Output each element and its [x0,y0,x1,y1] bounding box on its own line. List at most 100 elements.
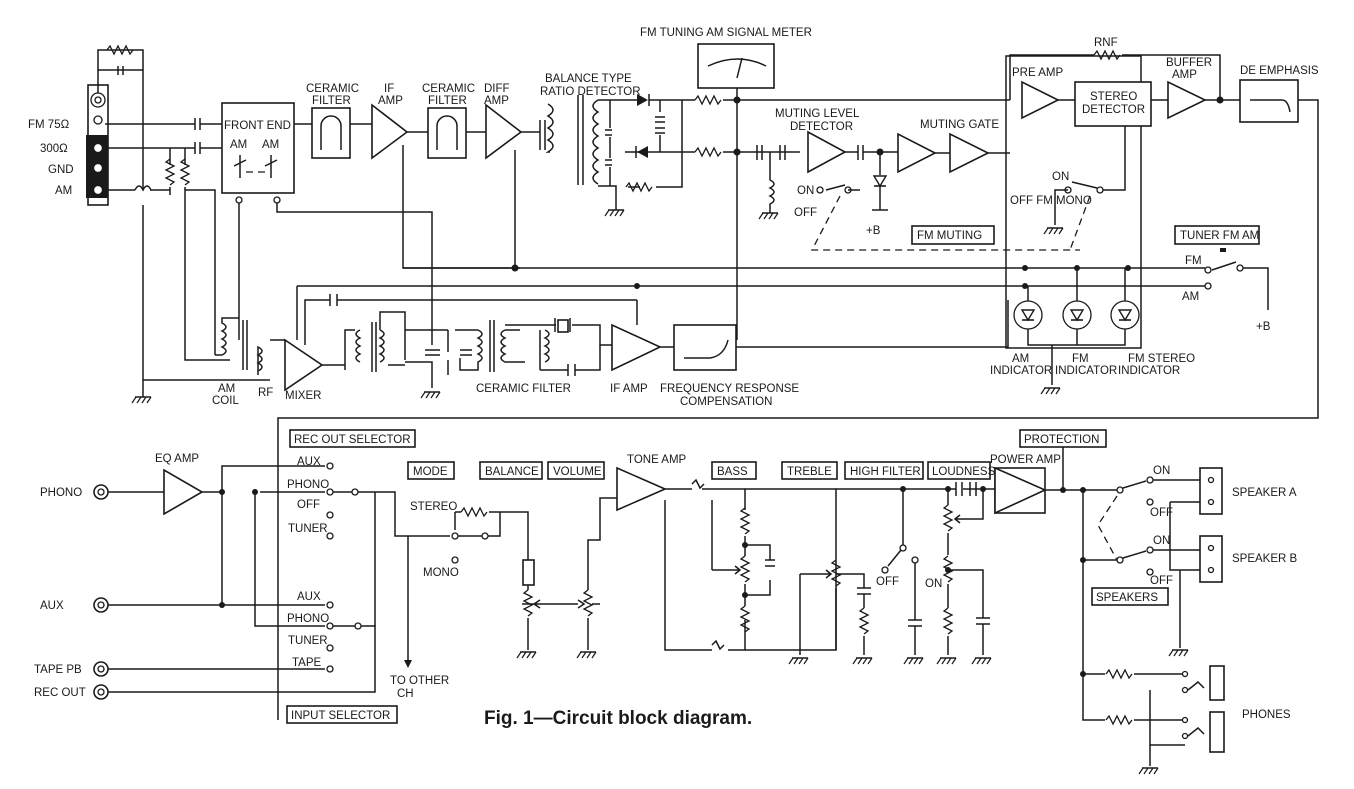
treble-box [781,461,838,480]
svg-text:OFF: OFF [876,576,899,588]
svg-text:TONE AMP: TONE AMP [627,454,687,466]
svg-text:INDICATOR: INDICATOR [1055,365,1117,377]
svg-text:EQ AMP: EQ AMP [155,453,199,465]
svg-text:RF: RF [258,387,273,399]
balance-box [479,461,543,480]
svg-text:MUTING LEVEL: MUTING LEVEL [775,108,860,120]
tape-pb-label: TAPE PB [34,664,82,676]
svg-text:FILTER: FILTER [428,95,467,107]
svg-text:MUTING GATE: MUTING GATE [920,119,999,131]
speakers-box [1091,587,1169,606]
svg-text:DETECTOR: DETECTOR [790,121,853,133]
svg-text:IF AMP: IF AMP [610,383,648,395]
svg-text:TREBLE: TREBLE [787,466,832,478]
svg-text:TUNER: TUNER [288,523,328,535]
phono-input-label: PHONO [40,487,82,499]
muting-level-detector [807,130,847,174]
svg-text:CERAMIC FILTER: CERAMIC FILTER [476,383,571,395]
input-300-label: 300Ω [40,143,68,155]
diff-amp [485,103,523,160]
svg-text:PRE AMP: PRE AMP [1012,67,1063,79]
svg-text:OFF: OFF [297,499,320,511]
de-emphasis [1239,79,1299,123]
rec-out-selector-box [289,429,416,448]
svg-text:ON: ON [1153,465,1170,477]
svg-text:MONO: MONO [423,567,459,579]
svg-text:FM STEREO: FM STEREO [1128,353,1195,365]
svg-text:TUNER: TUNER [288,635,328,647]
svg-text:AM: AM [230,139,247,151]
svg-text:TUNER FM AM: TUNER FM AM [1180,230,1259,242]
fm-stereo-indicator-led [1110,300,1140,330]
svg-text:ON: ON [797,185,814,197]
svg-text:INPUT SELECTOR: INPUT SELECTOR [291,710,390,722]
svg-text:BUFFER: BUFFER [1166,57,1212,69]
antenna-terminal-block [86,84,109,206]
svg-text:AM: AM [218,383,235,395]
stereo-section-frame [1005,55,1142,349]
phones-jack-1 [1209,665,1225,701]
svg-text:INDICATOR: INDICATOR [1118,365,1180,377]
svg-text:OFF FM MONO: OFF FM MONO [1010,195,1092,207]
tone-amp [616,466,667,512]
svg-text:AM: AM [262,139,279,151]
svg-text:FILTER: FILTER [312,95,351,107]
aux-input-label: AUX [40,600,64,612]
figure-caption: Fig. 1—Circuit block diagram. [484,708,752,729]
input-fm75-label: FM 75Ω [28,119,70,131]
svg-text:POWER AMP: POWER AMP [990,454,1061,466]
svg-text:OFF: OFF [794,207,817,219]
svg-text:AM: AM [1182,291,1199,303]
svg-text:OFF: OFF [1150,507,1173,519]
am-if-amp [611,323,662,372]
svg-text:ON: ON [1052,171,1069,183]
front-end-label: FRONT END [224,120,291,132]
svg-text:HIGH FILTER: HIGH FILTER [850,466,921,478]
svg-text:FM: FM [1185,255,1202,267]
svg-text:ON: ON [925,578,942,590]
svg-text:DE EMPHASIS: DE EMPHASIS [1240,65,1319,77]
meter-label: FM TUNING AM SIGNAL METER [640,27,812,39]
fm-indicator-led [1062,300,1092,330]
tuning-meter [697,43,775,89]
power-amp [994,466,1047,515]
rec-out-label: REC OUT [34,687,86,699]
svg-text:RATIO DETECTOR: RATIO DETECTOR [540,86,641,98]
svg-text:+B: +B [1256,321,1271,333]
svg-text:DIFF: DIFF [484,83,510,95]
tuner-fm-am-box [1174,225,1260,245]
front-end-block: FRONT END AM AM [221,102,295,194]
loudness-box [927,461,991,480]
pre-amp [1021,80,1060,120]
svg-text:FREQUENCY RESPONSE: FREQUENCY RESPONSE [660,383,799,395]
svg-text:COIL: COIL [212,395,239,407]
svg-text:RNF: RNF [1094,37,1118,49]
svg-text:REC OUT SELECTOR: REC OUT SELECTOR [294,434,411,446]
bass-box [711,461,757,480]
svg-text:PROTECTION: PROTECTION [1024,434,1099,446]
svg-text:BALANCE TYPE: BALANCE TYPE [545,73,632,85]
svg-text:VOLUME: VOLUME [553,466,602,478]
rec-out-selector-contacts [326,462,359,540]
svg-text:DETECTOR: DETECTOR [1082,104,1145,116]
eq-amp [163,468,204,516]
svg-text:BASS: BASS [717,466,748,478]
svg-text:+B: +B [866,225,881,237]
stereo-detector [1074,81,1152,127]
if-amp [371,103,409,160]
svg-text:CERAMIC: CERAMIC [306,83,359,95]
phones-label: PHONES [1242,709,1291,721]
fm-muting-box [911,225,995,245]
svg-text:PHONO: PHONO [287,613,329,625]
input-gnd-label: GND [48,164,74,176]
svg-text:BALANCE: BALANCE [485,466,539,478]
svg-text:OFF: OFF [1150,575,1173,587]
speaker-b-label: SPEAKER B [1232,553,1298,565]
svg-text:CH: CH [397,688,414,700]
input-selector-box [286,705,398,724]
svg-text:STEREO: STEREO [410,501,457,513]
svg-text:AUX: AUX [297,591,321,603]
buffer-amp [1167,80,1207,120]
svg-text:AMP: AMP [484,95,509,107]
input-selector-contacts [326,601,375,673]
